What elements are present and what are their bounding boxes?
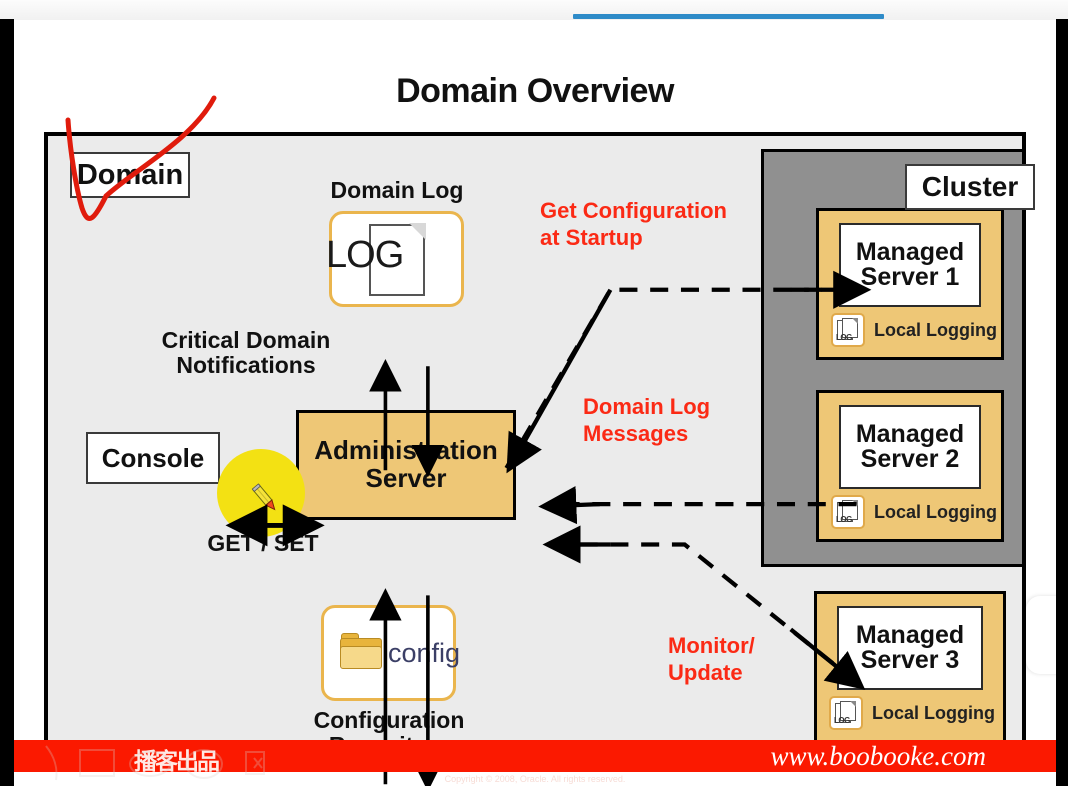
letterbox-right: [1056, 19, 1068, 786]
managed-server-3-logging: LOG Local Logging: [829, 696, 995, 730]
config-icon-text: config: [388, 638, 461, 668]
arrow-domain-log-messages-head: [538, 485, 600, 525]
page-title: Domain Overview: [396, 72, 674, 110]
managed-server-2-logging-label: Local Logging: [874, 501, 997, 522]
browser-top-strip: [0, 0, 1068, 20]
managed-server-2-name: Managed Server 2: [839, 405, 981, 489]
log-icon-text: LOG: [326, 234, 404, 276]
managed-server-1-logging-label: Local Logging: [874, 319, 997, 340]
get-configuration-label: Get Configuration at Startup: [540, 198, 770, 252]
watermark-chinese: 播客出品: [134, 748, 220, 774]
local-log-icon: LOG: [831, 313, 865, 347]
managed-server-1-logging: LOG Local Logging: [831, 313, 997, 347]
mon-line1: Monitor/: [668, 633, 755, 658]
crit-line1: Critical Domain: [161, 327, 331, 353]
footer-banner: 播客出品 www.boobooke.com: [14, 740, 1056, 774]
pencil-cursor-icon: [251, 483, 276, 511]
config-caption-line1: Configuration: [313, 707, 465, 733]
administration-server[interactable]: Administration Server: [296, 410, 516, 520]
monitor-update-label: Monitor/ Update: [668, 633, 808, 687]
managed-server-2-line2: Server 2: [860, 445, 960, 473]
managed-server-2-line1: Managed: [855, 419, 965, 448]
domain-log-messages-label: Domain Log Messages: [583, 394, 773, 448]
administration-server-line2: Server: [365, 463, 447, 493]
dlm-line1: Domain Log: [583, 394, 711, 419]
domain-log-caption: Domain Log: [330, 177, 464, 203]
managed-server-1-line2: Server 1: [860, 263, 960, 291]
dlm-line2: Messages: [583, 420, 689, 446]
cluster-label-chip: Cluster: [905, 164, 1035, 210]
crit-line2: Notifications: [176, 351, 316, 378]
site-watermark: www.boobooke.com: [770, 741, 986, 771]
copyright-line: Copyright © 2008, Oracle. All rights res…: [444, 774, 626, 784]
managed-server-2-logging: LOG Local Logging: [831, 495, 997, 529]
managed-server-3[interactable]: Managed Server 3 LOG Local Logging: [814, 591, 1006, 743]
ghost-watermark: [45, 745, 265, 781]
managed-server-1[interactable]: Managed Server 1 LOG Local Logging: [816, 208, 1004, 360]
log-document-icon: [369, 223, 426, 296]
domain-label-chip: Domain: [70, 152, 190, 198]
letterbox-left: [0, 19, 14, 786]
getcfg-line2: at Startup: [540, 224, 643, 250]
managed-server-2[interactable]: Managed Server 2 LOG Local Logging: [816, 390, 1004, 542]
managed-server-3-name: Managed Server 3: [837, 606, 983, 690]
get-set-label: GET / SET: [207, 530, 319, 556]
page-progress-bar[interactable]: [573, 14, 884, 19]
cluster-container: Cluster Managed Server 1 LOG Local Loggi…: [761, 149, 1035, 567]
managed-server-3-line2: Server 3: [860, 646, 960, 674]
console-node[interactable]: Console: [86, 432, 220, 484]
folder-icon: [340, 633, 382, 670]
managed-server-1-name: Managed Server 1: [839, 223, 981, 307]
managed-server-1-line1: Managed: [855, 237, 965, 266]
managed-server-3-logging-label: Local Logging: [872, 702, 995, 723]
domain-container: Domain Cluster Managed Server 1 LOG Loca…: [44, 132, 1035, 786]
edge-floating-panel[interactable]: [1026, 596, 1056, 674]
domain-log-node[interactable]: LOG: [326, 211, 464, 307]
managed-server-3-line1: Managed: [855, 620, 965, 649]
critical-domain-notifications-label: Critical Domain Notifications: [126, 328, 366, 378]
mon-line2: Update: [668, 659, 743, 685]
slide-canvas: Domain Overview Domain Cluster Managed S…: [14, 20, 1056, 786]
local-log-icon: LOG: [829, 696, 863, 730]
local-log-icon: LOG: [831, 495, 865, 529]
getcfg-line1: Get Configuration: [540, 198, 727, 223]
config-repository-node[interactable]: config: [321, 605, 460, 701]
administration-server-line1: Administration: [314, 435, 498, 466]
